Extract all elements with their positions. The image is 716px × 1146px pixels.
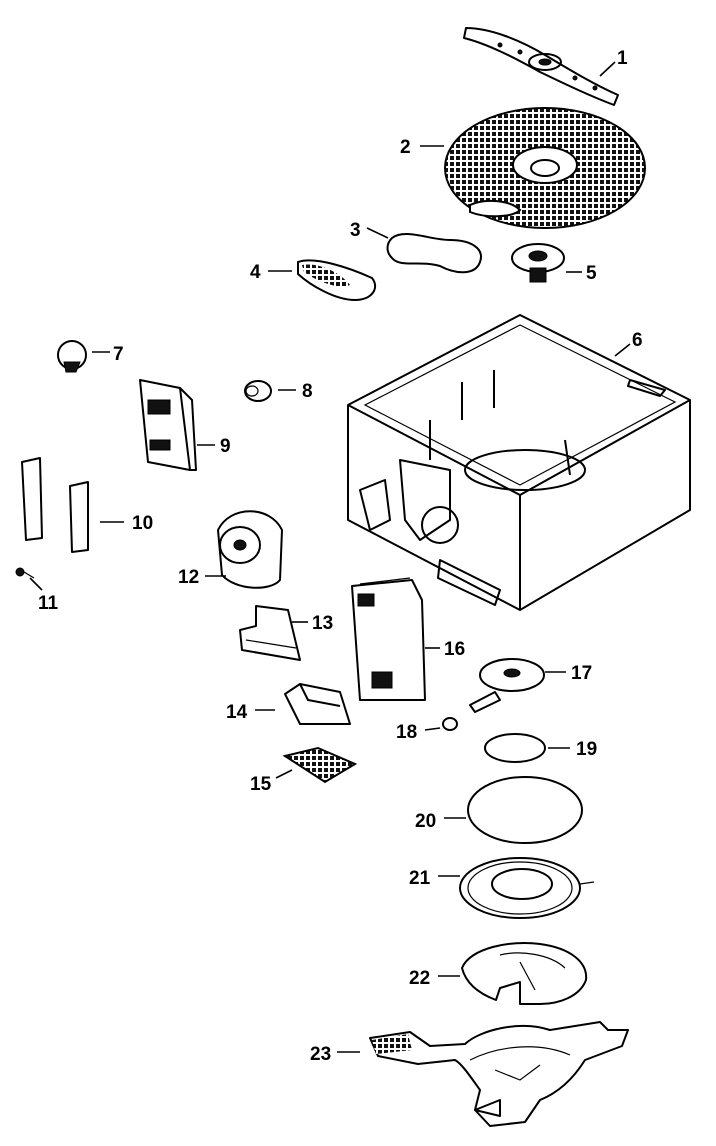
- part-9-controller: [140, 380, 196, 470]
- part-18-o-ring: [443, 718, 457, 730]
- callout-15: 15: [250, 774, 272, 795]
- part-13-duct: [240, 606, 300, 660]
- callout-12: 12: [178, 567, 199, 588]
- leader-line-18: [425, 728, 440, 730]
- callout-3: 3: [350, 220, 361, 241]
- callout-17: 17: [571, 663, 592, 684]
- callout-16: 16: [444, 639, 465, 660]
- callout-9: 9: [220, 436, 231, 457]
- callout-23: 23: [310, 1044, 331, 1065]
- part-16-circuit-board: [352, 578, 425, 700]
- part-12-fan: [218, 511, 282, 588]
- part-4-fine-filter: [298, 260, 375, 300]
- part-22-heater-shield: [462, 943, 586, 1004]
- leader-line-1: [600, 62, 615, 76]
- callout-8: 8: [302, 381, 313, 402]
- part-8-plug: [245, 381, 271, 401]
- part-7-knob: [58, 341, 86, 372]
- part-3-gasket: [388, 234, 481, 272]
- callout-22: 22: [409, 968, 430, 989]
- callout-5: 5: [586, 263, 597, 284]
- callout-21: 21: [409, 868, 431, 889]
- callout-20: 20: [415, 811, 436, 832]
- part-23-base-frame: [370, 1022, 628, 1126]
- part-2-filter-disc: [445, 108, 645, 228]
- leader-line-15: [276, 770, 292, 778]
- part-20-large-ring: [468, 777, 582, 843]
- part-14-vent: [285, 684, 350, 724]
- part-6-tub: [348, 315, 690, 610]
- callout-18: 18: [396, 722, 417, 743]
- callout-7: 7: [113, 344, 124, 365]
- leader-line-3: [367, 228, 388, 238]
- callout-2: 2: [400, 137, 411, 158]
- callout-4: 4: [250, 262, 261, 283]
- callout-10: 10: [132, 513, 153, 534]
- part-1-spray-arm: [464, 28, 618, 105]
- callout-13: 13: [312, 613, 333, 634]
- part-21-flange-ring: [460, 858, 594, 918]
- callout-14: 14: [226, 702, 248, 723]
- part-17-pump-disc: [470, 659, 544, 712]
- part-11-screw: [16, 568, 34, 578]
- part-10-brackets: [22, 458, 88, 552]
- part-15-grille: [285, 748, 355, 782]
- leader-line-11: [30, 578, 42, 590]
- part-5-hub: [512, 244, 564, 282]
- callout-11: 11: [38, 593, 59, 614]
- leader-line-6: [615, 344, 630, 356]
- callout-6: 6: [632, 330, 643, 351]
- callout-1: 1: [617, 48, 628, 69]
- part-19-seal-ring: [485, 734, 545, 762]
- callout-19: 19: [576, 739, 597, 760]
